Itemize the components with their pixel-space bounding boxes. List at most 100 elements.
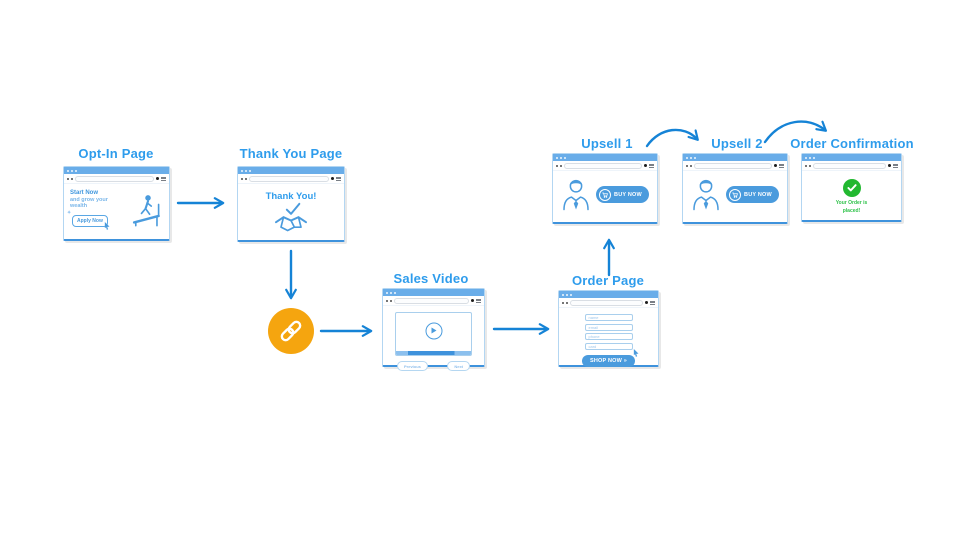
url-bar[interactable]	[564, 162, 642, 169]
browser-toolbar	[238, 174, 344, 184]
window-dot	[805, 156, 807, 159]
window-titlebar	[683, 154, 787, 161]
profile-icon	[644, 300, 648, 305]
play-button[interactable]	[425, 322, 442, 340]
window-titlebar	[238, 167, 344, 174]
title-upsell-2: Upsell 2	[711, 136, 763, 151]
forward-icon	[245, 177, 247, 180]
browser-window-opt-in: Start Now and grow your wealth Apply Now…	[63, 166, 170, 241]
order-placed-message: Your Order is placed!	[835, 200, 868, 214]
window-dot	[556, 156, 558, 159]
url-bar[interactable]	[570, 299, 643, 306]
window-titlebar	[559, 291, 658, 298]
forward-icon	[690, 164, 692, 167]
buy-now-button[interactable]: BUY NOW	[726, 186, 779, 203]
play-icon	[431, 327, 437, 334]
browser-toolbar	[553, 161, 657, 171]
hamburger-menu-icon[interactable]	[161, 176, 166, 181]
cursor-icon	[104, 222, 110, 230]
window-dot	[560, 156, 562, 159]
window-dot	[570, 293, 572, 296]
sparkle-icon: ✦	[67, 210, 72, 216]
url-bar[interactable]	[75, 175, 154, 182]
browser-toolbar	[383, 296, 484, 306]
customer-icon	[563, 179, 589, 211]
next-button[interactable]: Next	[447, 361, 470, 371]
window-dot	[694, 156, 696, 159]
hamburger-menu-icon[interactable]	[476, 298, 481, 303]
back-icon	[562, 301, 564, 304]
cart-icon	[729, 188, 742, 201]
window-titlebar	[383, 289, 484, 296]
previous-button[interactable]: Previous	[397, 361, 428, 371]
hamburger-menu-icon[interactable]	[336, 176, 341, 181]
window-dot	[75, 169, 77, 172]
back-icon	[686, 164, 688, 167]
window-dot	[564, 156, 566, 159]
window-dot	[686, 156, 688, 159]
title-thank-you-page: Thank You Page	[239, 146, 343, 161]
window-titlebar	[802, 154, 901, 161]
profile-icon	[643, 163, 647, 168]
profile-icon	[155, 176, 159, 181]
card-field[interactable]: card	[584, 342, 633, 350]
window-dot	[67, 169, 69, 172]
window-dot	[71, 169, 73, 172]
back-icon	[67, 177, 69, 180]
link-node	[268, 308, 314, 354]
window-dot	[394, 291, 396, 294]
back-icon	[805, 164, 807, 167]
profile-icon	[887, 163, 891, 168]
profile-icon	[470, 298, 474, 303]
url-bar[interactable]	[249, 175, 329, 182]
window-dot	[249, 169, 251, 172]
hamburger-menu-icon[interactable]	[649, 163, 654, 168]
title-sales-video: Sales Video	[393, 271, 469, 286]
cursor-icon	[633, 349, 639, 357]
window-titlebar	[64, 167, 169, 174]
buy-now-button[interactable]: BUY NOW	[596, 186, 649, 203]
optin-headline: Start Now	[70, 190, 99, 196]
title-opt-in-page: Opt-In Page	[78, 146, 154, 161]
back-icon	[556, 164, 558, 167]
browser-toolbar	[683, 161, 787, 171]
browser-toolbar	[64, 174, 169, 184]
success-check-icon	[842, 179, 861, 197]
browser-toolbar	[559, 298, 658, 308]
window-titlebar	[553, 154, 657, 161]
window-dot	[562, 293, 564, 296]
window-dot	[241, 169, 243, 172]
optin-subheadline: and grow your wealth	[70, 197, 108, 209]
email-field[interactable]: email	[584, 323, 633, 331]
cart-icon	[599, 188, 612, 201]
apply-now-button[interactable]: Apply Now ✦	[67, 210, 110, 230]
window-dot	[386, 291, 388, 294]
forward-icon	[566, 301, 568, 304]
forward-icon	[809, 164, 811, 167]
url-bar[interactable]	[813, 162, 886, 169]
window-dot	[690, 156, 692, 159]
title-order-page: Order Page	[571, 273, 645, 288]
browser-window-order-page: name email phone card SHOP NOW »	[558, 290, 659, 367]
url-bar[interactable]	[694, 162, 772, 169]
browser-window-upsell-1: BUY NOW	[552, 153, 658, 224]
browser-window-thank-you: Thank You!	[237, 166, 345, 242]
hamburger-menu-icon[interactable]	[779, 163, 784, 168]
thank-you-message: Thank You!	[265, 191, 317, 202]
forward-icon	[71, 177, 73, 180]
profile-icon	[330, 176, 334, 181]
video-progress-bar[interactable]	[396, 350, 471, 355]
hamburger-menu-icon[interactable]	[650, 300, 655, 305]
url-bar[interactable]	[394, 297, 469, 304]
title-upsell-1: Upsell 1	[581, 136, 633, 151]
back-icon	[386, 299, 388, 302]
browser-toolbar	[802, 161, 901, 171]
name-field[interactable]: name	[584, 314, 633, 321]
shop-now-button[interactable]: SHOP NOW »	[581, 349, 639, 367]
hamburger-menu-icon[interactable]	[893, 163, 898, 168]
window-dot	[809, 156, 811, 159]
phone-field[interactable]: phone	[584, 333, 633, 340]
browser-window-order-confirmation: Your Order is placed!	[801, 153, 902, 222]
title-order-confirmation: Order Confirmation	[790, 136, 914, 151]
